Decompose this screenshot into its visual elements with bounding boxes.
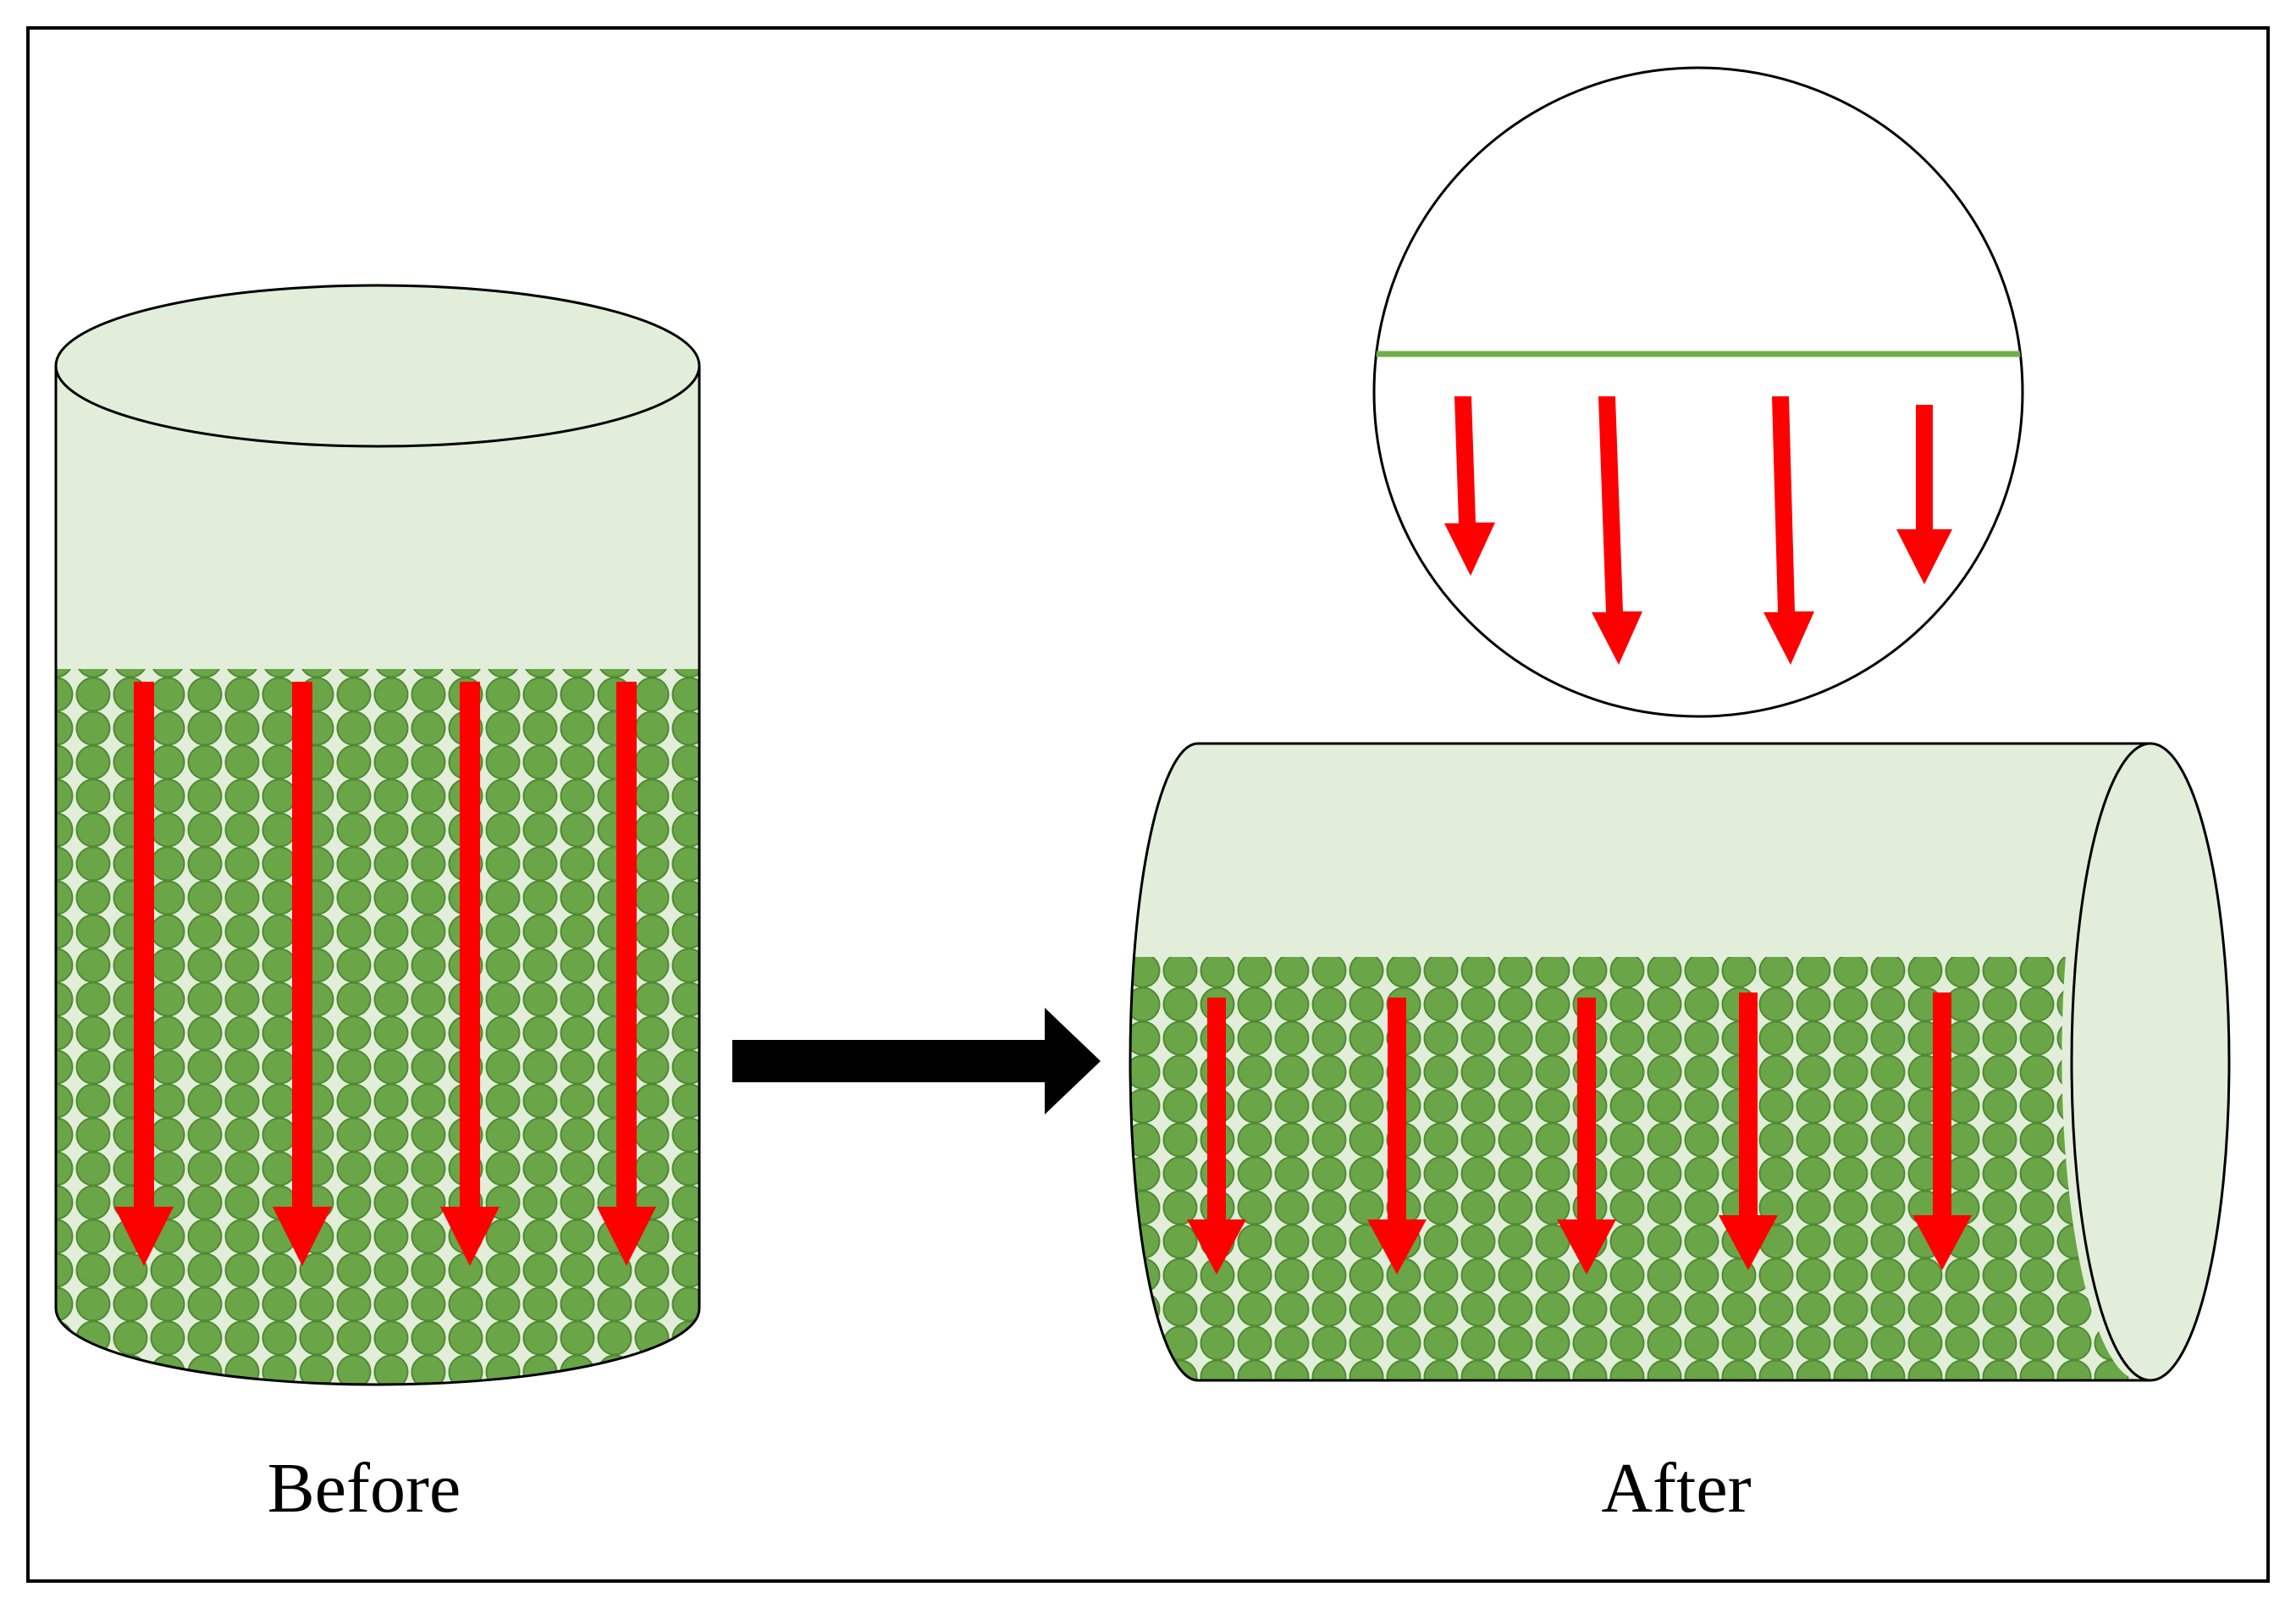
before-label: Before: [268, 1449, 461, 1528]
down-arrow-icon: [1896, 405, 1952, 584]
horizontal-column-packing: [1130, 957, 2144, 1381]
magnified-flow-arrows: [1444, 396, 1952, 665]
down-arrow-icon: [1592, 396, 1642, 665]
right-arrow-icon: [732, 1008, 1101, 1114]
horizontal-column: [1129, 742, 2231, 1382]
vertical-flow-arrows: [114, 682, 656, 1266]
down-arrow-icon: [1444, 396, 1495, 576]
down-arrow-icon: [1719, 992, 1778, 1270]
after-label: After: [1601, 1449, 1751, 1528]
down-arrow-icon: [1763, 396, 1814, 665]
horizontal-column-outline: [1129, 742, 2150, 1382]
down-arrow-icon: [1557, 998, 1616, 1274]
vertical-column: [54, 284, 701, 1386]
horizontal-column-end: [2070, 742, 2231, 1382]
magnified-view-circle: [1372, 66, 2024, 718]
down-arrow-icon: [1367, 998, 1427, 1274]
down-arrow-icon: [1187, 998, 1246, 1274]
horizontal-flow-arrows: [1187, 992, 1972, 1274]
magnified-view: [1372, 66, 2024, 718]
vertical-column-packing: [56, 669, 699, 1385]
vertical-column-top: [54, 284, 701, 448]
down-arrow-icon: [114, 682, 174, 1266]
down-arrow-icon: [1912, 992, 1972, 1270]
vertical-column-outline: [54, 366, 701, 1386]
down-arrow-icon: [273, 682, 332, 1266]
down-arrow-icon: [440, 682, 499, 1266]
down-arrow-icon: [597, 682, 656, 1266]
